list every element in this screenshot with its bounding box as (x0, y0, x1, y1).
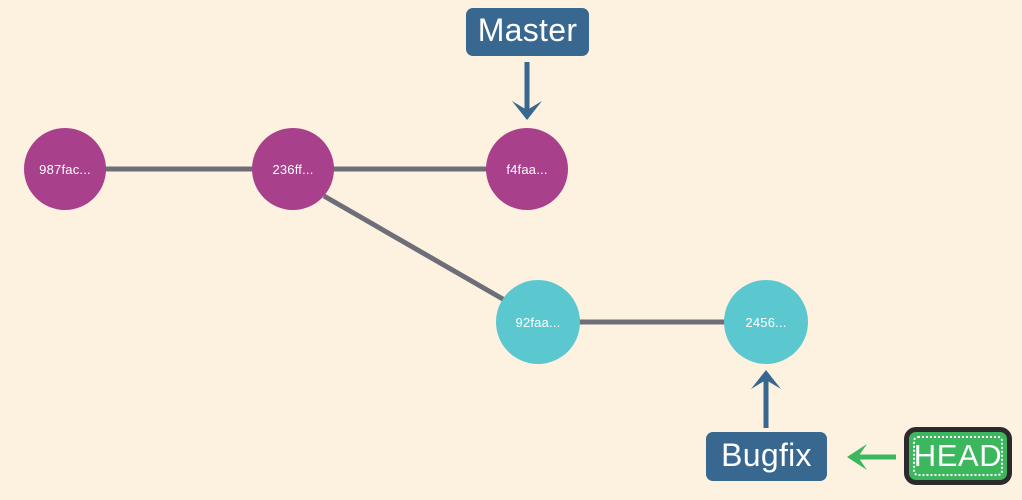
head-badge-label: HEAD (913, 438, 1003, 473)
commit-label: 987fac... (39, 161, 91, 177)
commit-label: 2456... (745, 314, 787, 330)
commit-node-2456[interactable]: 2456... (724, 280, 808, 364)
commit-node-92faa[interactable]: 92faa... (496, 280, 580, 364)
edge-236ff-92faa (322, 193, 510, 305)
branch-badge-label: Bugfix (721, 436, 812, 473)
branch-badge-master[interactable]: Master (466, 8, 589, 56)
commit-label: 236ff... (272, 161, 314, 177)
commit-node-987fac[interactable]: 987fac... (24, 128, 106, 210)
bugfix-pointer-arrow (751, 370, 781, 428)
commit-label: 92faa... (515, 314, 561, 330)
branch-badge-label: Master (477, 12, 578, 48)
commit-node-f4faa[interactable]: f4faa... (486, 128, 568, 210)
commit-label: f4faa... (506, 161, 548, 177)
head-pointer-arrow (847, 444, 896, 470)
master-pointer-arrow (512, 62, 542, 120)
branch-badge-bugfix[interactable]: Bugfix (706, 432, 827, 481)
commit-node-236ff[interactable]: 236ff... (252, 128, 334, 210)
head-badge[interactable]: HEAD (904, 427, 1012, 485)
